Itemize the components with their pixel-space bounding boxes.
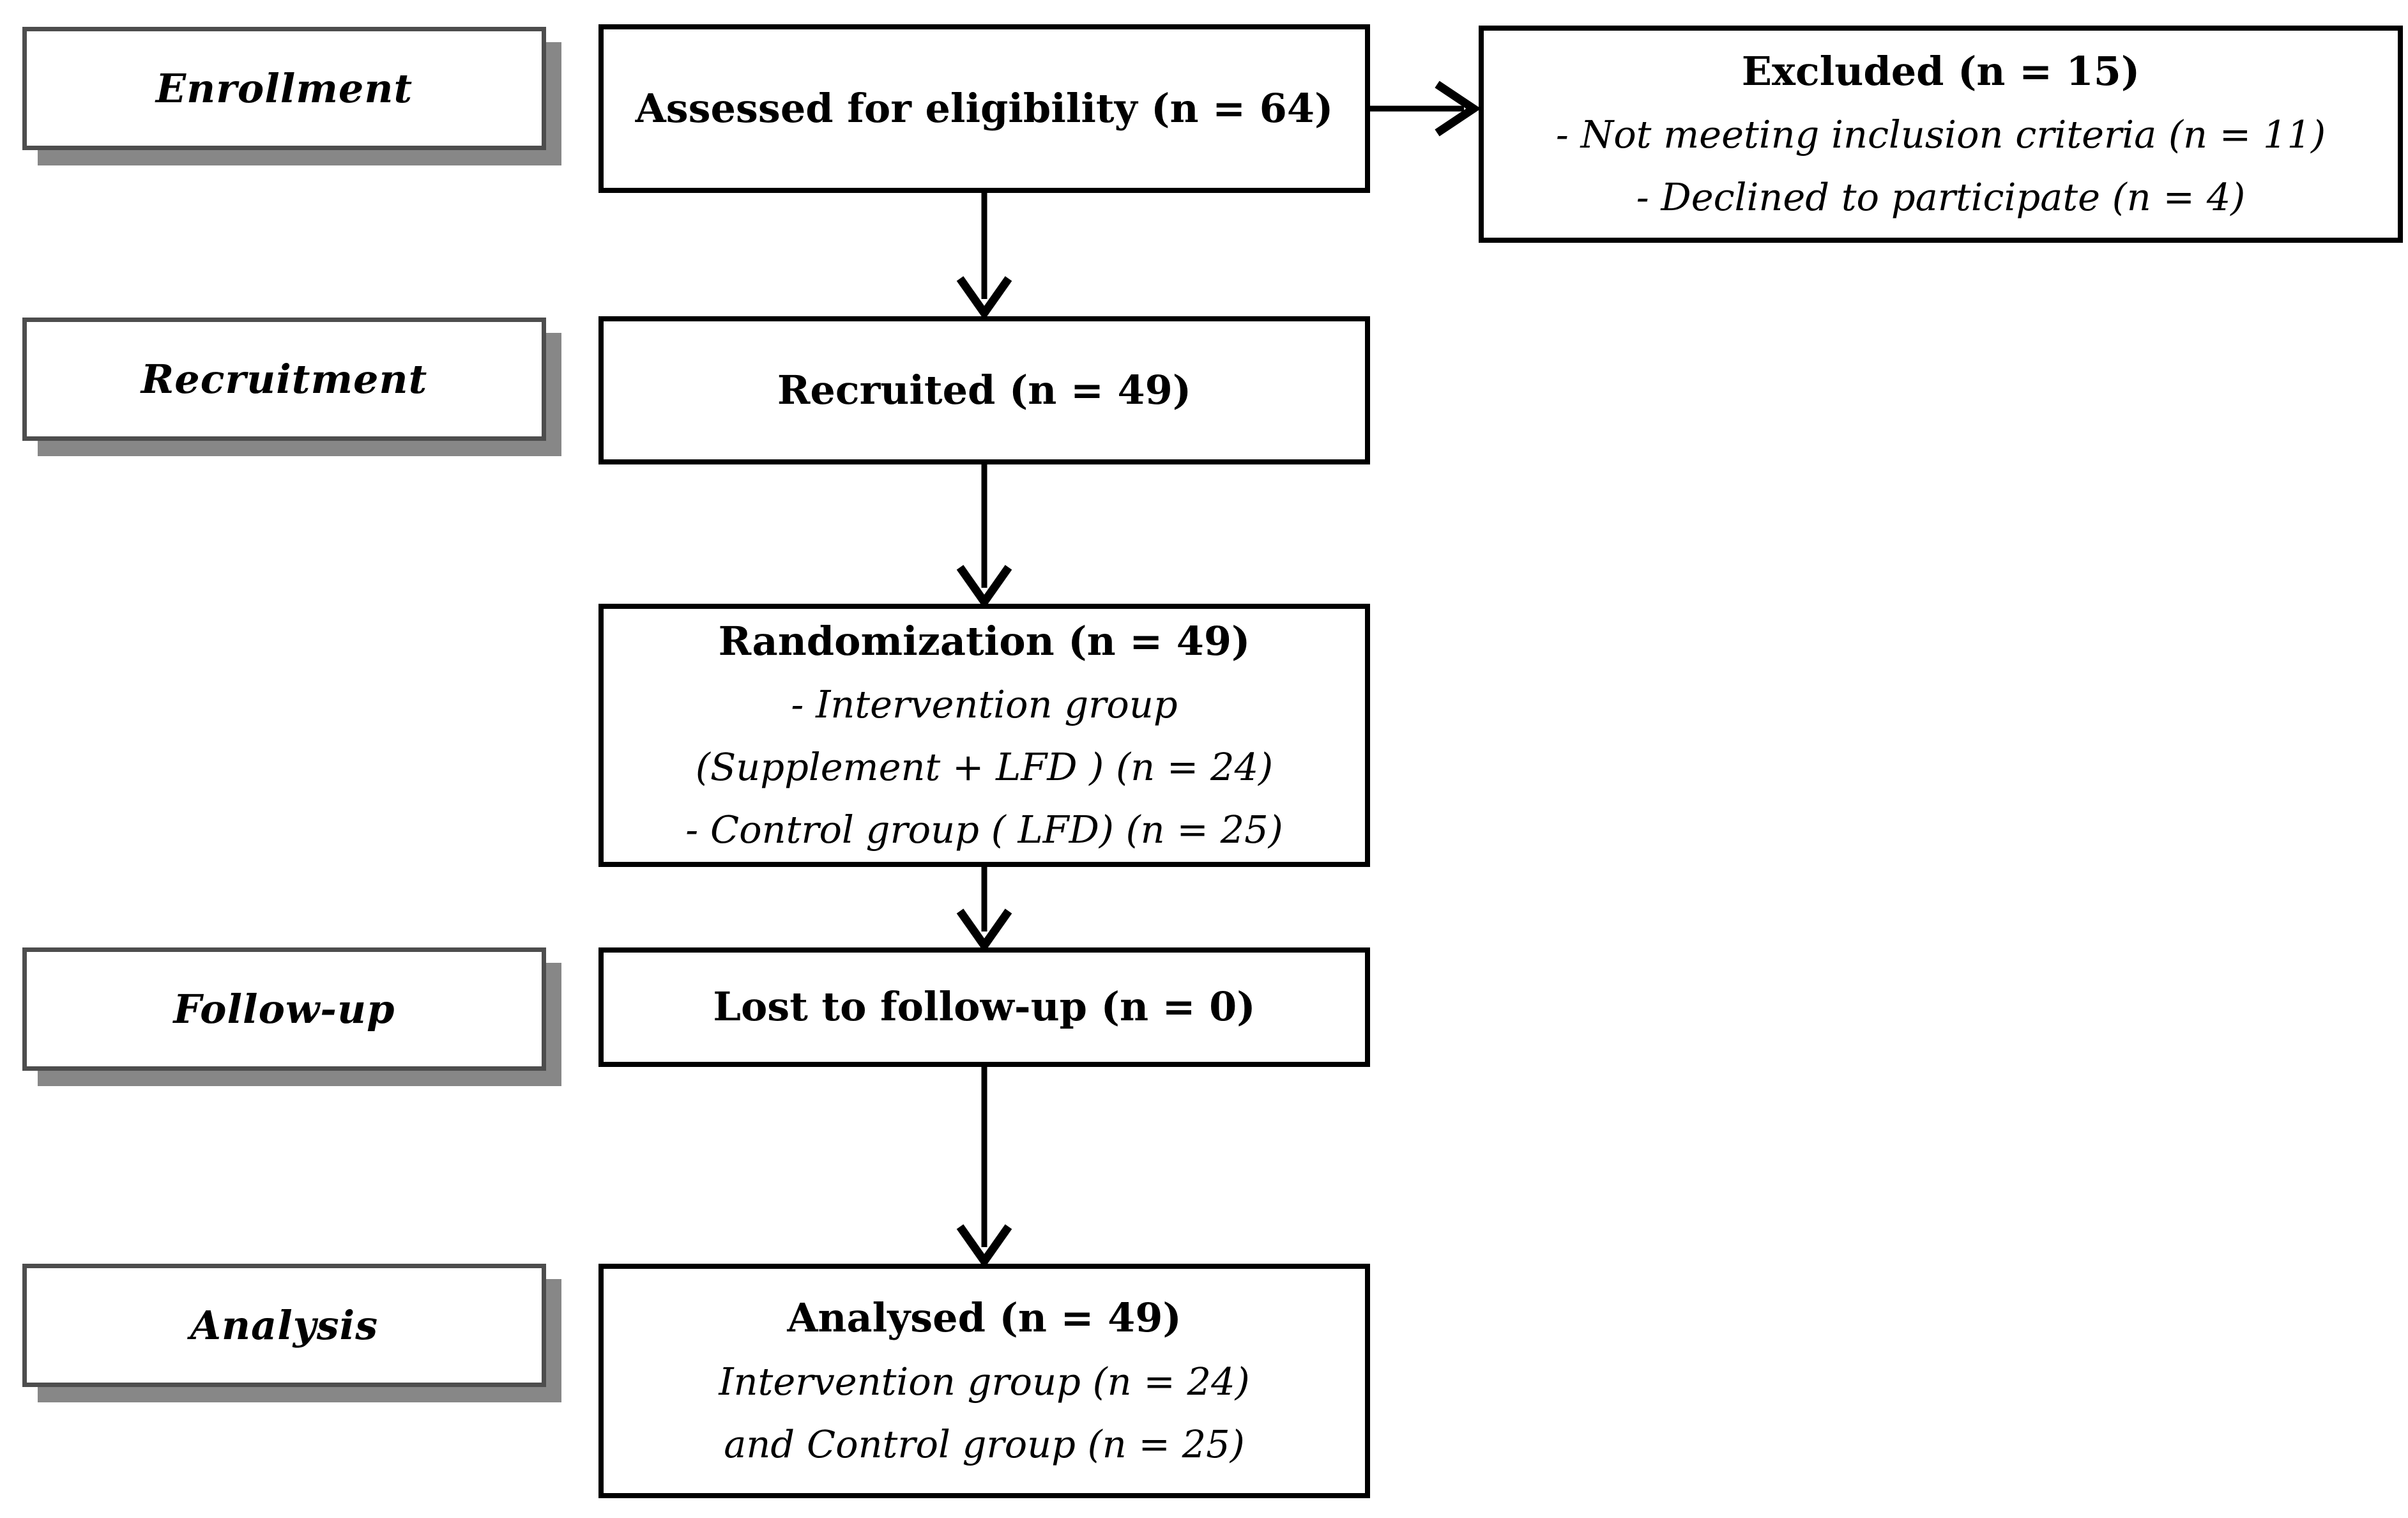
arrowhead-down-2: [956, 565, 1012, 610]
assessed-title: Assessed for eligibility (n = 64): [635, 84, 1334, 132]
excluded-detail-line: - Not meeting inclusion criteria (n = 11…: [1555, 112, 2326, 157]
randomization-title: Randomization (n = 49): [718, 617, 1251, 664]
arrowhead-right: [1435, 80, 1481, 137]
randomization-detail-line: - Intervention group: [791, 682, 1178, 727]
excluded-box: Excluded (n = 15) - Not meeting inclusio…: [1479, 26, 2403, 243]
lost-to-followup-title: Lost to follow-up (n = 0): [713, 983, 1256, 1031]
randomization-detail-line: - Control group ( LFD) (n = 25): [685, 808, 1283, 852]
excluded-detail-line: - Declined to participate (n = 4): [1636, 175, 2246, 220]
analysed-box: Analysed (n = 49) Intervention group (n …: [598, 1264, 1370, 1498]
recruited-title: Recruited (n = 49): [777, 366, 1192, 413]
randomization-box: Randomization (n = 49) - Intervention gr…: [598, 604, 1370, 867]
recruited-box: Recruited (n = 49): [598, 316, 1370, 464]
stage-label-recruitment: Recruitment: [141, 356, 428, 402]
stage-label-analysis: Analysis: [190, 1302, 379, 1349]
stage-box-enrollment: Enrollment: [22, 27, 546, 150]
analysed-detail-line: and Control group (n = 25): [724, 1422, 1245, 1466]
excluded-title: Excluded (n = 15): [1741, 47, 2140, 95]
stage-label-followup: Follow-up: [173, 986, 395, 1032]
stage-box-followup: Follow-up: [22, 947, 546, 1071]
arrowhead-down-3: [956, 908, 1012, 953]
assessed-box: Assessed for eligibility (n = 64): [598, 24, 1370, 193]
analysed-title: Analysed (n = 49): [787, 1294, 1182, 1342]
arrowhead-down-4: [956, 1224, 1012, 1269]
stage-label-enrollment: Enrollment: [155, 65, 413, 112]
arrowhead-down-1: [956, 276, 1012, 321]
stage-box-recruitment: Recruitment: [22, 318, 546, 441]
stage-box-analysis: Analysis: [22, 1264, 546, 1387]
lost-to-followup-box: Lost to follow-up (n = 0): [598, 947, 1370, 1067]
randomization-detail-line: (Supplement + LFD ) (n = 24): [695, 745, 1274, 790]
analysed-detail-line: Intervention group (n = 24): [719, 1359, 1250, 1404]
